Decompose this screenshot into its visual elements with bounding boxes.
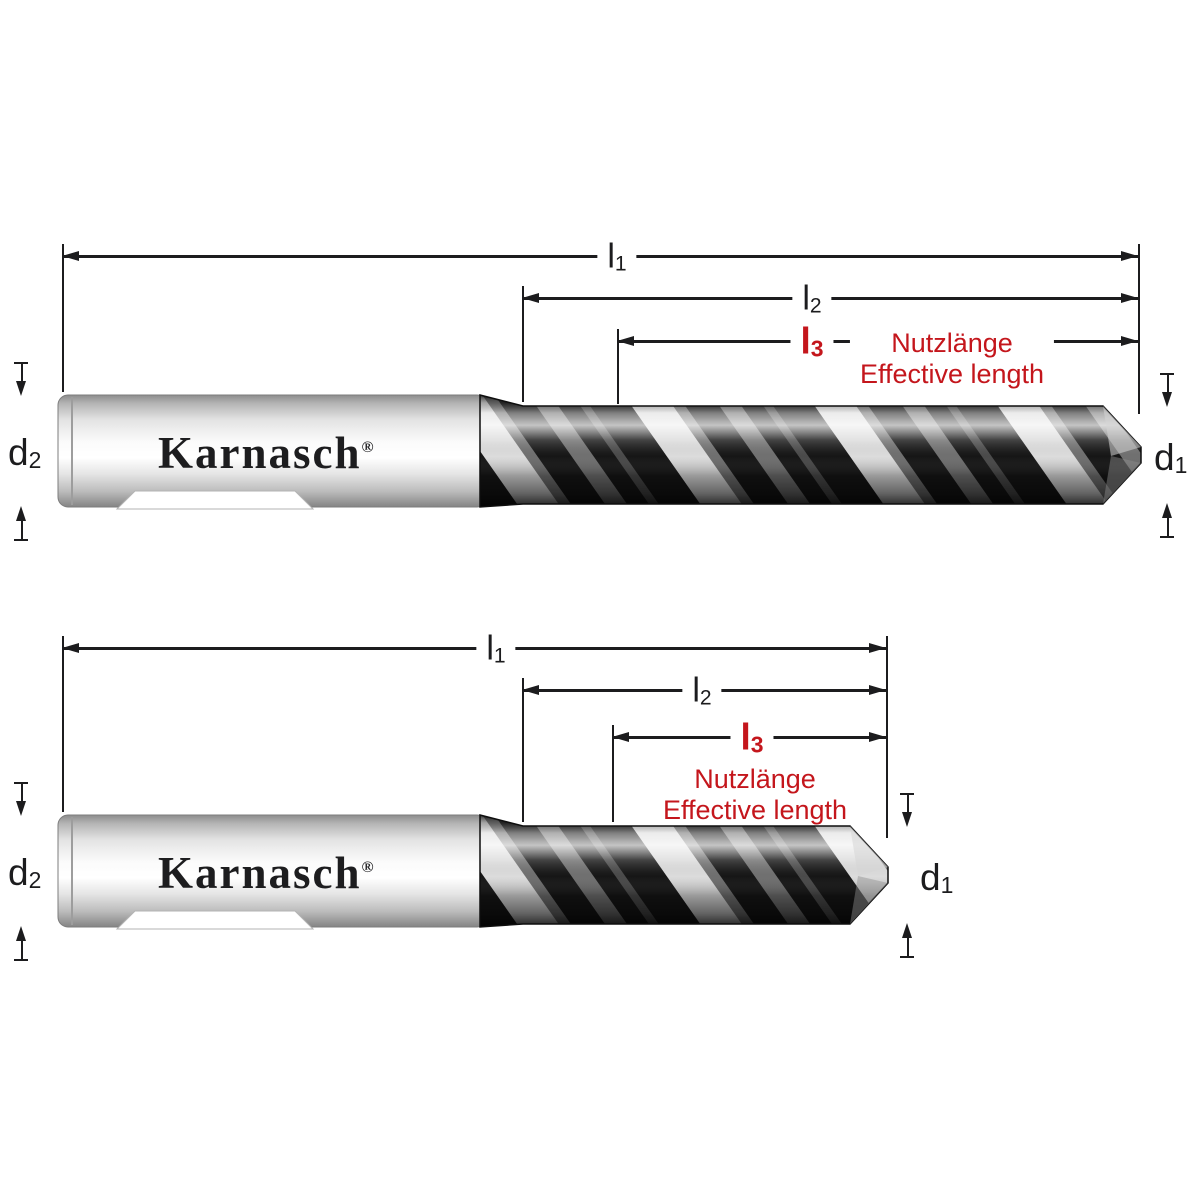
- d1-top-line: [1167, 374, 1169, 393]
- ext-line-l1-left: [62, 636, 64, 812]
- d1-arrow-down-icon: [902, 812, 912, 827]
- drill-tip-facet-bottom: [850, 876, 888, 924]
- dim-arrow-right-l2-icon: [1121, 293, 1138, 303]
- dim-symbol: d: [8, 432, 29, 473]
- dim-label-l1: l1: [597, 237, 637, 276]
- d2-bottom-tick: [14, 539, 28, 541]
- dim-symbol: d: [1154, 437, 1175, 478]
- brand-name: Karnasch: [158, 428, 362, 478]
- d2-bottom-tick: [14, 959, 28, 961]
- dim-symbol: l: [740, 716, 751, 758]
- dim-subscript: 2: [699, 686, 712, 710]
- dim-symbol: l: [800, 320, 811, 362]
- drill-illustration-long: [57, 394, 1142, 510]
- dim-label-l3: l3: [730, 716, 774, 759]
- clamp-flat-notch: [115, 490, 315, 510]
- dim-arrow-left-l2-icon: [522, 685, 539, 695]
- ext-line-l3-left: [612, 725, 614, 822]
- effective-length-note: Nutzlänge Effective length: [652, 762, 858, 828]
- dim-subscript: 1: [614, 252, 627, 276]
- dim-symbol: l: [802, 279, 810, 318]
- dim-subscript: 3: [810, 335, 824, 362]
- d1-bottom-tick: [1160, 536, 1174, 538]
- d2-arrow-up-icon: [16, 506, 26, 521]
- d2-arrow-up-icon: [16, 926, 26, 941]
- dim-arrow-left-l3-icon: [617, 336, 634, 346]
- ext-line-l3-left: [617, 329, 619, 404]
- ext-line-l2-left: [522, 286, 524, 402]
- registered-mark-icon: ®: [361, 858, 374, 876]
- d2-bottom-line: [21, 940, 23, 959]
- flute-shading: [479, 814, 889, 928]
- ext-line-right: [1138, 244, 1140, 414]
- dim-symbol: d: [8, 852, 29, 893]
- d2-top-line: [21, 783, 23, 802]
- effective-length-de: Nutzlänge: [694, 764, 816, 794]
- clamp-flat-notch: [115, 910, 315, 930]
- dim-symbol: d: [920, 857, 941, 898]
- dim-arrow-left-l1-icon: [62, 643, 79, 653]
- dim-subscript: 2: [28, 867, 42, 894]
- dim-label-l2: l2: [792, 279, 832, 318]
- dim-label-l1: l1: [476, 629, 516, 668]
- flute-shading: [479, 394, 1142, 508]
- dim-subscript: 2: [809, 294, 822, 318]
- dim-arrow-right-l2-icon: [869, 685, 886, 695]
- dim-arrow-left-l2-icon: [522, 293, 539, 303]
- d1-bottom-line: [1167, 517, 1169, 536]
- d2-bottom-line: [21, 520, 23, 539]
- dim-label-d2: d2: [8, 852, 41, 894]
- effective-length-en: Effective length: [662, 795, 848, 825]
- dim-symbol: l: [486, 629, 494, 668]
- brand-logo: Karnasch®: [158, 847, 374, 899]
- d1-top-line: [907, 794, 909, 813]
- d2-top-line: [21, 363, 23, 382]
- effective-length-de: Nutzlänge: [891, 328, 1013, 358]
- d1-bottom-line: [907, 937, 909, 956]
- dim-symbol: l: [692, 671, 700, 710]
- drill-tip-facet-top: [1103, 406, 1141, 456]
- dim-subscript: 1: [1174, 452, 1188, 479]
- drill-tip-facet-bottom: [1103, 456, 1141, 504]
- ext-line-l2-left: [522, 678, 524, 822]
- d2-arrow-down-icon: [16, 801, 26, 816]
- drill-tip-facet-top: [850, 826, 888, 876]
- dim-arrow-right-l1-icon: [869, 643, 886, 653]
- registered-mark-icon: ®: [361, 438, 374, 456]
- dim-subscript: 3: [750, 731, 764, 758]
- dim-line-l1: [62, 647, 886, 650]
- d1-arrow-down-icon: [1162, 392, 1172, 407]
- effective-length-note: Nutzlänge Effective length: [849, 326, 1055, 392]
- dim-arrow-right-l3-icon: [1121, 336, 1138, 346]
- dim-subscript: 1: [940, 872, 954, 899]
- dim-subscript: 2: [28, 447, 42, 474]
- effective-length-en: Effective length: [859, 359, 1045, 389]
- dim-label-l2: l2: [682, 671, 722, 710]
- dim-label-l3: l3: [790, 320, 834, 363]
- dim-label-d1: d1: [1154, 437, 1187, 479]
- d1-arrow-up-icon: [1162, 503, 1172, 518]
- d2-arrow-down-icon: [16, 381, 26, 396]
- dim-arrow-right-l3-icon: [869, 732, 886, 742]
- brand-logo: Karnasch®: [158, 427, 374, 479]
- dim-label-d2: d2: [8, 432, 41, 474]
- d1-bottom-tick: [900, 956, 914, 958]
- d1-arrow-up-icon: [902, 923, 912, 938]
- ext-line-l1-left: [62, 244, 64, 392]
- drill-illustration-short: [57, 814, 889, 930]
- brand-name: Karnasch: [158, 848, 362, 898]
- dim-symbol: l: [607, 237, 615, 276]
- dim-arrow-right-l1-icon: [1121, 251, 1138, 261]
- dim-arrow-left-l3-icon: [612, 732, 629, 742]
- dim-arrow-left-l1-icon: [62, 251, 79, 261]
- dim-label-d1: d1: [920, 857, 953, 899]
- dim-subscript: 1: [493, 644, 506, 668]
- ext-line-right: [886, 636, 888, 838]
